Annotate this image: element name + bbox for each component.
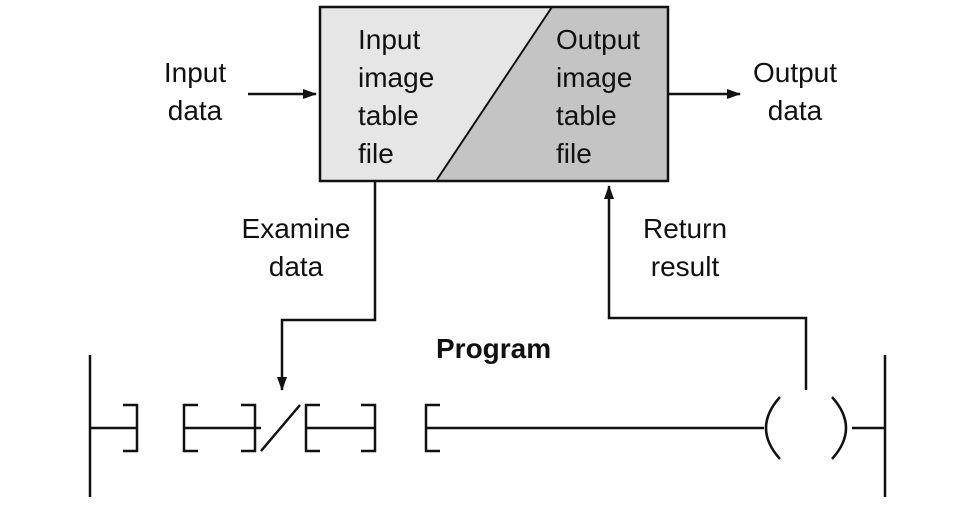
input-table-line1: Input [358,24,421,55]
output-data-label: Output data [740,54,850,130]
examine-line1: Examine [241,213,351,244]
output-image-table-label: Output image table file [556,21,640,173]
program-label: Program [436,333,552,364]
return-line2: result [650,251,720,282]
return-result-arrow [604,185,808,390]
input-table-line3: table [358,100,419,131]
output-coil [764,396,885,460]
input-data-line1: Input [163,57,227,88]
output-data-line2: data [767,95,823,126]
output-table-line2: image [556,62,633,93]
examine-line2: data [268,251,324,282]
return-result-label: Return result [630,210,740,286]
output-table-line1: Output [556,24,641,55]
contact-bracket-3 [424,403,764,453]
output-image-table-region [436,7,668,181]
input-data-line2: data [167,95,223,126]
input-table-line4: file [358,138,394,169]
normally-closed-contact [182,403,377,453]
output-table-line4: file [556,138,592,169]
examine-data-label: Examine data [226,210,366,286]
input-table-line2: image [358,62,435,93]
return-line1: Return [642,213,728,244]
table-divider [435,6,553,182]
output-table-line3: table [556,100,617,131]
input-data-label: Input data [150,54,240,130]
input-image-table-label: Input image table file [358,21,434,173]
output-data-line1: Output [752,57,838,88]
contact-bracket-1 [90,403,139,453]
input-image-table-region [320,7,552,181]
examine-data-arrow [277,181,377,391]
